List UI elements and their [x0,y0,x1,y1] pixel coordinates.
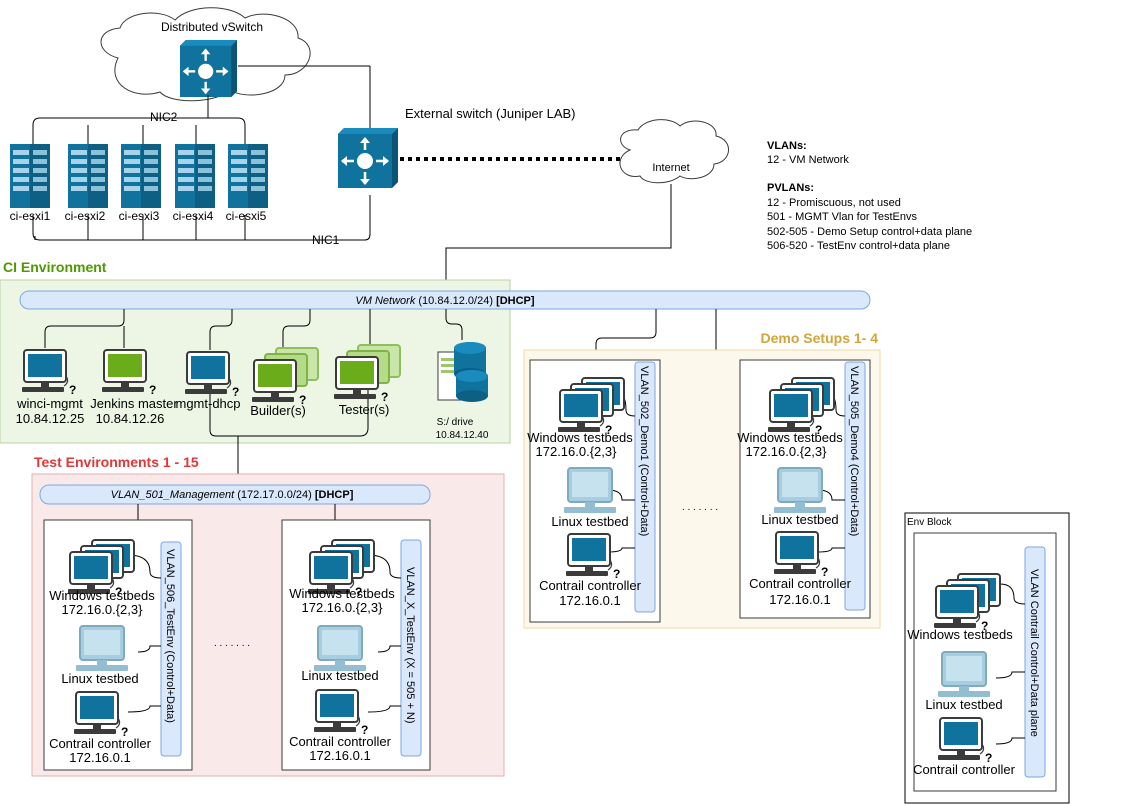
external-switch-label: External switch (Juniper LAB) [405,106,576,121]
ci-environment-title: CI Environment [3,259,107,275]
demo-1-controller-ip: 172.16.0.1 [559,593,620,608]
env-block-controller-label: Contrail controller [913,762,1016,777]
demo-1-windows-ip: 172.16.0.{2,3} [536,444,618,459]
host-label-4: ci-esxi4 [173,209,214,223]
host-ci-esxi2 [68,144,108,208]
env-block-vlan-bus [1024,546,1046,778]
winci-mgmt-name: winci-mgmt [16,396,83,411]
test-env-1-vlan-label: VLAN_506_TestEnv (Control+Data) [164,549,176,723]
host-label-5: ci-esxi5 [226,209,267,223]
demo-4-windows-label: Windows testbeds [737,430,843,445]
test-env-x-controller-ip: 172.16.0.1 [309,748,370,763]
env-block-linux-label: Linux testbed [925,697,1002,712]
host-ci-esxi1 [10,144,50,208]
internet-cloud [619,119,729,184]
host-ci-esxi4 [175,144,215,208]
test-env-x-vlan-label: VLAN_X_TestEnv (X = 505 + N) [404,567,416,724]
testers-name: Tester(s) [339,402,390,417]
test-env-x-vlan-bus [400,539,422,757]
demo-1-linux-label: Linux testbed [551,514,628,529]
host-label-3: ci-esxi3 [119,209,160,223]
builders-name: Builder(s) [250,403,306,418]
env-block-windows-label: Windows testbeds [907,627,1013,642]
vm-network-label: VM Network (10.84.12.0/24) [DHCP] [355,295,534,307]
host-label-2: ci-esxi2 [65,209,106,223]
demo-4-vlan-bus [844,361,866,611]
vlan-legend: VLANs: 12 - VM Network PVLANs: 12 - Prom… [767,140,972,252]
test-env-x-windows-label: Windows testbeds [289,586,395,601]
demo-1-controller-label: Contrail controller [539,578,642,593]
vswitch-label: Distributed vSwitch [161,20,263,34]
demo-4-controller-ip: 172.16.0.1 [769,592,830,607]
demo-4-linux-label: Linux testbed [761,512,838,527]
test-env-1-windows-ip: 172.16.0.{2,3} [62,602,144,617]
vswitch-icon [178,38,239,99]
demo-1-windows-label: Windows testbeds [527,430,633,445]
demo-4-vlan-label: VLAN_505_Demo4 (Control+Data) [848,366,860,536]
winci-mgmt-ip: 10.84.12.25 [16,411,85,426]
nic1-label: NIC1 [312,233,340,247]
env-block-vlan-label: VLAN Contrail Control+Data plane [1028,569,1040,737]
test-env-1-controller-label: Contrail controller [49,736,152,751]
host-ci-esxi5 [228,144,268,208]
management-vlan-label: VLAN_501_Management (172.17.0.0/24) [DHC… [111,489,354,501]
test-envs-ellipsis: . . . . . . . [214,638,250,649]
test-env-1-linux-label: Linux testbed [61,671,138,686]
vm-network-bus [19,290,871,310]
pvlan-item: 501 - MGMT Vlan for TestEnvs [767,211,917,223]
mgmt-dhcp-name: mgmt-dhcp [175,396,240,411]
demo-1-vlan-label: VLAN_502_Demo1 (Control+Data) [638,366,650,536]
test-env-x-linux-label: Linux testbed [301,668,378,683]
jenkins-master-name: Jenkins master [90,396,178,411]
test-env-x-controller-label: Contrail controller [289,734,392,749]
host-ci-esxi3 [121,144,161,208]
pvlans-title: PVLANs: [767,182,814,194]
vlans-title: VLANs: [767,140,807,152]
test-env-1-controller-ip: 172.16.0.1 [69,750,130,765]
demo-setups-ellipsis: . . . . . . . [682,502,718,513]
pvlan-item: 506-520 - TestEnv control+data plane [767,240,950,252]
nic2-label: NIC2 [150,110,178,124]
host-label-1: ci-esxi1 [10,209,51,223]
test-env-x-windows-ip: 172.16.0.{2,3} [302,600,384,615]
env-block-title: Env Block [907,517,952,528]
vlan-item: 12 - VM Network [767,154,849,166]
s-drive-name: S:/ drive [437,417,474,428]
demo-setups-title: Demo Setups 1- 4 [761,330,879,346]
demo-4-windows-ip: 172.16.0.{2,3} [746,444,828,459]
demo-4-controller-label: Contrail controller [749,576,852,591]
s-drive-icon [437,342,488,402]
test-env-1-windows-label: Windows testbeds [49,588,155,603]
demo-1-vlan-bus [634,361,656,613]
management-vlan-bus [39,484,431,505]
external-switch-icon [336,126,400,190]
pvlan-item: 12 - Promiscuous, not used [767,197,901,209]
s-drive-ip: 10.84.12.40 [436,430,489,441]
test-environments-title: Test Environments 1 - 15 [34,454,199,470]
pvlan-item: 502-505 - Demo Setup control+data plane [767,226,972,238]
test-env-1-vlan-bus [160,541,182,757]
internet-label: Internet [652,162,689,174]
jenkins-master-ip: 10.84.12.26 [96,411,165,426]
